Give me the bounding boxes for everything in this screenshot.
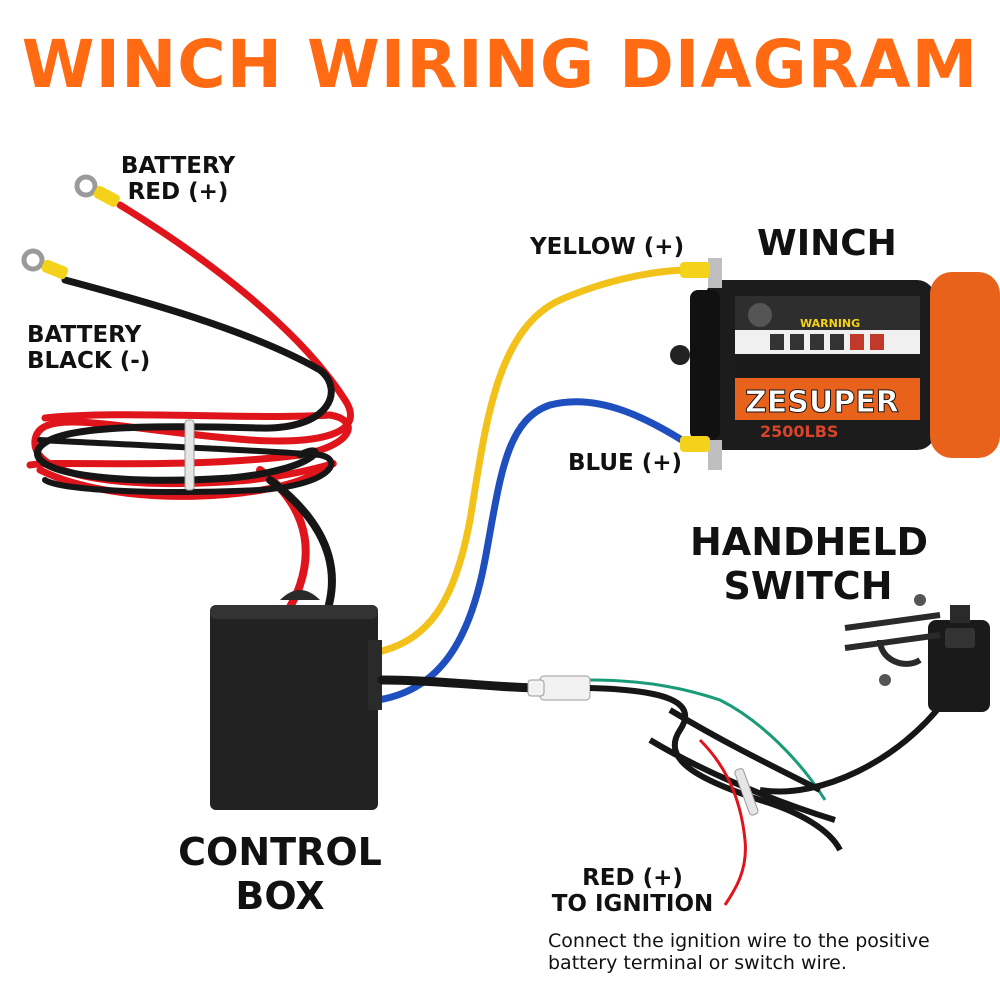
yellow-wire xyxy=(374,266,694,656)
winch-motor: ZESUPER 2500LBS WARNING xyxy=(670,272,1000,458)
control-box-label-line2: BOX xyxy=(235,874,325,918)
ignition-label-line2: TO IGNITION xyxy=(551,891,714,917)
ignition-label-line1: RED (+) xyxy=(582,865,683,891)
winch-blue-terminal xyxy=(680,436,722,470)
battery-red-label-line1: BATTERY xyxy=(120,153,236,179)
handheld-switch-label-line2: SWITCH xyxy=(723,564,893,608)
switch-cable-tie xyxy=(734,768,759,816)
switch-cable-green xyxy=(589,678,827,801)
control-box-unit xyxy=(210,590,382,810)
battery-red-cable xyxy=(26,201,354,616)
battery-black-terminal xyxy=(21,248,69,280)
ignition-note: Connect the ignition wire to the positiv… xyxy=(548,930,930,974)
control-box-label-line1: CONTROL xyxy=(178,830,382,874)
battery-black-label-line1: BATTERY xyxy=(27,322,142,348)
handheld-switch-label: HANDHELD SWITCH xyxy=(690,520,929,608)
handheld-switch-unit xyxy=(844,594,990,712)
switch-cable-coil xyxy=(589,685,843,852)
cable-tie xyxy=(184,419,195,491)
winch-yellow-terminal xyxy=(680,258,722,288)
battery-black-label-line2: BLACK (-) xyxy=(27,348,151,374)
battery-black-label: BATTERY BLACK (-) xyxy=(27,322,150,374)
control-box-label: CONTROL BOX xyxy=(172,830,388,918)
blue-wire xyxy=(374,398,694,704)
winch-warning: WARNING xyxy=(800,317,860,330)
handheld-switch-label-line1: HANDHELD xyxy=(690,520,929,564)
battery-red-label: BATTERY RED (+) xyxy=(108,153,248,205)
winch-label: WINCH xyxy=(757,223,897,264)
connector-plug xyxy=(527,675,591,701)
page-title: WINCH WIRING DIAGRAM xyxy=(21,26,979,103)
switch-cable-black xyxy=(377,675,545,693)
ignition-label: RED (+) TO IGNITION xyxy=(545,865,720,917)
winch-rating: 2500LBS xyxy=(760,422,838,441)
battery-red-terminal xyxy=(74,174,120,207)
ignition-red-wire xyxy=(698,738,747,906)
battery-red-label-line2: RED (+) xyxy=(127,179,229,205)
blue-wire-label: BLUE (+) xyxy=(568,450,683,476)
winch-brand: ZESUPER xyxy=(745,385,899,420)
yellow-wire-label: YELLOW (+) xyxy=(530,234,685,260)
